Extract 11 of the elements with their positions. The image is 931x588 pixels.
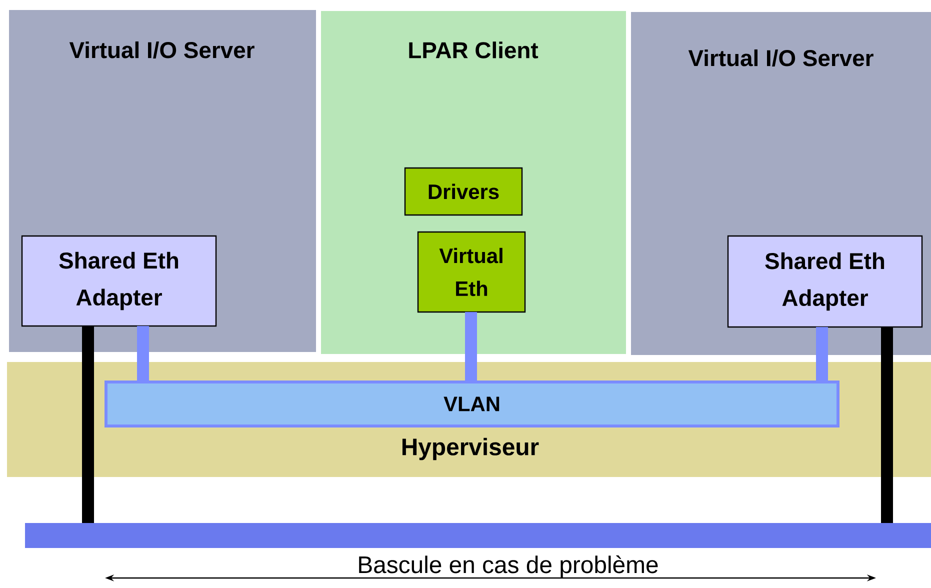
network-line [881,327,893,523]
adapter-box: Shared Eth Adapter [727,235,923,328]
driver-box: Virtual Eth [417,231,526,313]
adapter-box: Shared Eth Adapter [21,235,217,327]
connector [137,326,149,382]
vlan-bar: VLAN [104,380,840,428]
connector [465,312,477,382]
connector [816,327,828,382]
network-line [82,326,94,523]
network-bar [25,522,931,548]
driver-box: Drivers [404,167,523,216]
